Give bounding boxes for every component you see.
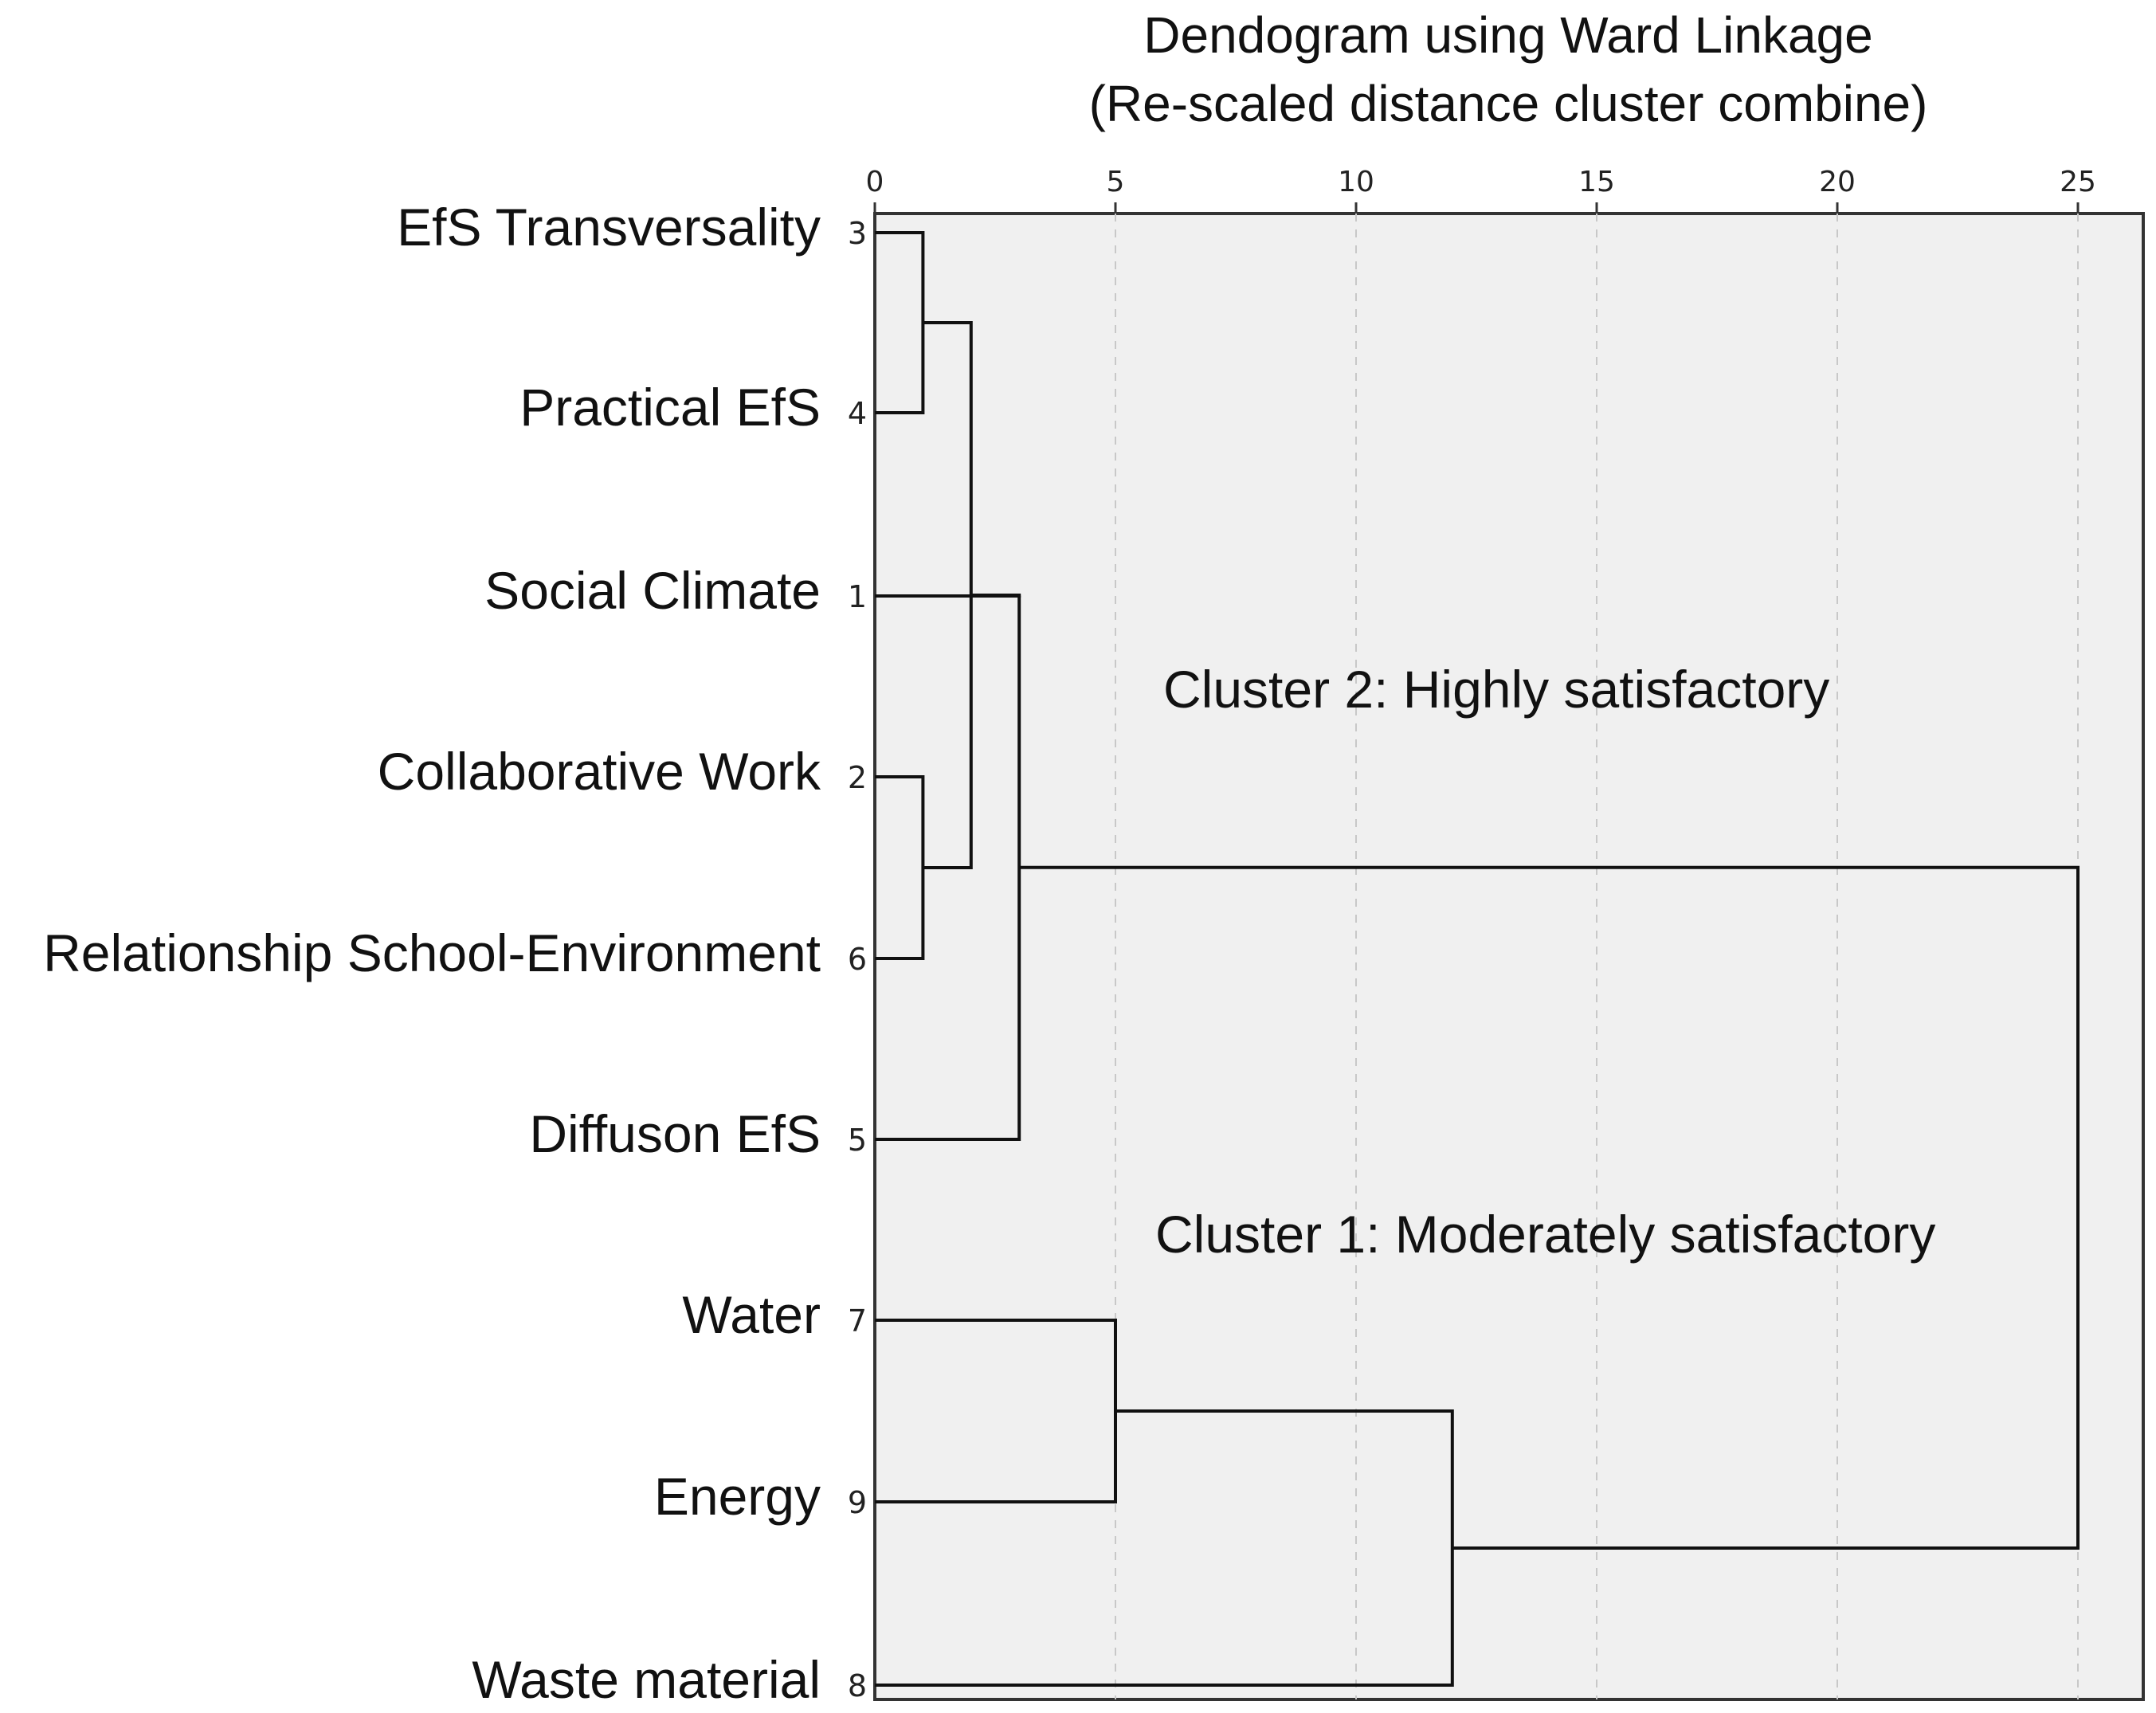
x-tick-label-5: 5 — [1107, 166, 1125, 198]
x-tick-label-15: 15 — [1578, 166, 1615, 198]
leaf-number-4: 4 — [848, 396, 867, 431]
dendrogram-link-8 — [1019, 865, 2080, 1550]
x-tick-label-0: 0 — [866, 166, 884, 198]
leaf-label-6: Relationship School-Environment — [43, 923, 821, 982]
dendrogram-link-4 — [875, 594, 1021, 598]
annotation-cluster-1: Cluster 1: Moderately satisfactory — [1155, 1205, 1935, 1264]
leaf-label-8: Waste material — [472, 1650, 821, 1709]
leaf-number-1: 1 — [848, 579, 867, 614]
leaf-label-9: Energy — [654, 1467, 821, 1526]
x-tick-label-20: 20 — [1819, 166, 1856, 198]
plot-area — [873, 212, 2145, 1701]
leaf-label-7: Water — [682, 1285, 821, 1344]
leaf-label-2: Collaborative Work — [378, 742, 821, 801]
leaf-number-2: 2 — [848, 760, 867, 795]
x-tick-label-25: 25 — [2060, 166, 2096, 198]
leaf-label-4: Practical EfS — [519, 378, 821, 437]
leaf-number-8: 8 — [848, 1668, 867, 1703]
x-axis: 0 5 10 15 20 25 — [866, 166, 2096, 214]
x-tick-label-10: 10 — [1338, 166, 1374, 198]
chart-subtitle: (Re-scaled distance cluster combine) — [1089, 75, 1928, 132]
leaf-label-1: Social Climate — [484, 561, 821, 620]
dendrogram-link-5 — [875, 595, 1021, 1141]
leaf-number-6: 6 — [848, 942, 867, 977]
leaf-number-5: 5 — [848, 1123, 867, 1158]
leaf-number-7: 7 — [848, 1303, 867, 1339]
dendrogram-links — [875, 231, 2080, 1687]
chart-title: Dendogram using Ward Linkage — [1143, 6, 1872, 64]
leaf-labels: 3 EfS Transversality 4 Practical EfS 1 Social… — [43, 198, 867, 1709]
annotation-cluster-2: Cluster 2: Highly satisfactory — [1163, 660, 1829, 719]
leaf-label-3: EfS Transversality — [397, 198, 821, 257]
leaf-number-9: 9 — [848, 1485, 867, 1520]
leaf-number-3: 3 — [848, 216, 867, 251]
leaf-label-5: Diffuson EfS — [529, 1104, 821, 1163]
